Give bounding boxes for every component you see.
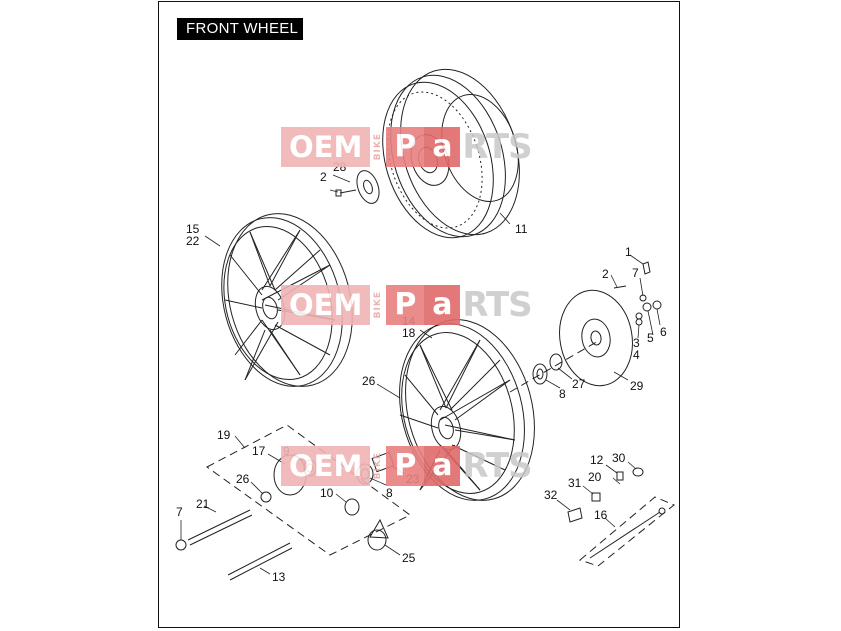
- label-2-right: 2: [602, 267, 609, 281]
- label-21: 21: [196, 497, 210, 511]
- label-19: 19: [217, 428, 231, 442]
- sensor-parts: [567, 467, 675, 567]
- label-17: 17: [252, 444, 266, 458]
- label-3: 3: [633, 336, 640, 350]
- label-8-center: 8: [386, 486, 393, 500]
- label-13: 12: [590, 453, 604, 467]
- leader-lines: [180, 174, 661, 575]
- rotor-spacer-29: [356, 170, 380, 204]
- watermark-p: P: [386, 285, 425, 325]
- bearing-8-right: [509, 339, 601, 393]
- watermark-bottom: OEM BIKE P a RTS: [281, 445, 533, 487]
- watermark-bike: BIKE: [373, 291, 384, 319]
- label-27: 27: [572, 377, 586, 391]
- diagram-title: FRONT WHEEL: [177, 18, 303, 40]
- watermark-p: P: [386, 446, 425, 486]
- label-7-right: 7: [632, 266, 639, 280]
- label-16: 16: [594, 508, 608, 522]
- label-6: 6: [660, 325, 667, 339]
- label-2-top: 2: [320, 170, 327, 184]
- label-22: 22: [186, 234, 200, 248]
- label-11: 11: [515, 222, 528, 236]
- watermark-oem: OEM: [281, 285, 371, 325]
- label-32: 32: [544, 488, 558, 502]
- label-25: 25: [402, 551, 416, 565]
- watermark-p: P: [386, 127, 425, 167]
- watermark-oem: OEM: [281, 127, 371, 167]
- label-18: 18: [402, 326, 416, 340]
- label-31: 31: [568, 476, 582, 490]
- watermark-a: a: [424, 446, 461, 486]
- label-20: 20: [588, 470, 602, 484]
- label-1: 1: [625, 245, 632, 259]
- watermark-rts: RTS: [462, 285, 532, 325]
- label-8-right: 8: [559, 387, 566, 401]
- label-5: 5: [647, 331, 654, 345]
- watermark-rts: RTS: [462, 127, 532, 167]
- label-10: 10: [320, 486, 334, 500]
- part-labels: 28 2 11 15 22 1 2 7 14 18 6 5 3 4 26 27 …: [176, 160, 667, 584]
- watermark-rts: RTS: [462, 446, 532, 486]
- label-26-center: 26: [362, 374, 376, 388]
- watermark-middle: OEM BIKE P a RTS: [281, 284, 533, 326]
- watermark-a: a: [424, 285, 461, 325]
- watermark-top: OEM BIKE P a RTS: [281, 126, 533, 168]
- brake-rotor-28: [559, 289, 633, 387]
- label-12: 13: [272, 570, 286, 584]
- label-7-left: 7: [176, 505, 183, 519]
- label-15: 15: [186, 222, 200, 236]
- label-28: 29: [630, 379, 644, 393]
- label-4: 4: [633, 348, 640, 362]
- watermark-bike: BIKE: [373, 452, 384, 480]
- watermark-oem: OEM: [281, 446, 371, 486]
- bolt-2-top: [335, 189, 357, 197]
- watermark-bike: BIKE: [373, 133, 384, 161]
- label-26-left: 26: [236, 472, 250, 486]
- label-30: 30: [612, 451, 626, 465]
- watermark-a: a: [424, 127, 461, 167]
